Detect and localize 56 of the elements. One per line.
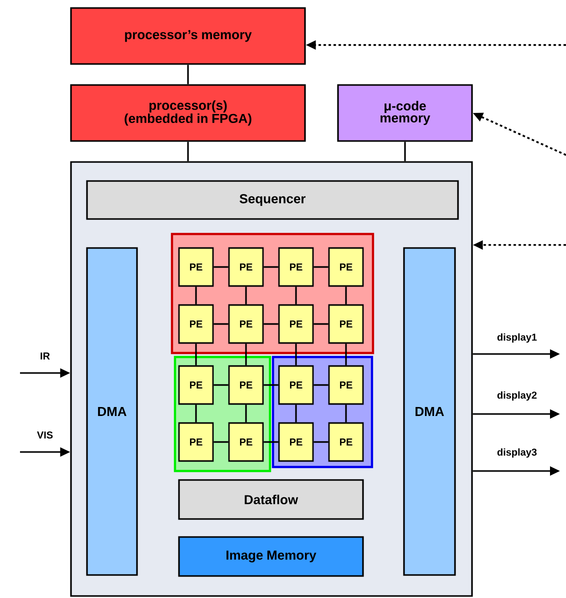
connector-line [345, 404, 347, 422]
pe-box: PE [278, 422, 314, 462]
connector-line [264, 384, 278, 386]
connector-line [314, 323, 328, 325]
pe-box: PE [328, 422, 364, 462]
connector-line [345, 286, 347, 304]
connector-line [295, 286, 297, 304]
edge-label: display2 [496, 390, 538, 402]
dma-bar: DMA [86, 247, 138, 576]
connector-line [264, 323, 278, 325]
connector-line [195, 286, 197, 304]
connector-line [245, 404, 247, 422]
connector-line [295, 404, 297, 422]
pe-box: PE [228, 247, 264, 287]
connector-line [404, 142, 406, 162]
processor-box: processor(s) (embedded in FPGA) [70, 84, 306, 142]
pe-box: PE [278, 247, 314, 287]
edge-label: VIS [36, 430, 54, 440]
edge-label: display1 [496, 332, 538, 344]
pe-box: PE [228, 304, 264, 344]
connector-line [314, 441, 328, 443]
connector-line [295, 344, 297, 366]
connector-line [264, 441, 278, 443]
pe-box: PE [328, 365, 364, 405]
connector-line [245, 286, 247, 304]
dataflow-box: Dataflow [178, 479, 364, 520]
dma-bar: DMA [403, 247, 456, 576]
pe-box: PE [178, 247, 214, 287]
connector-line [187, 142, 189, 162]
connector-line [214, 441, 228, 443]
connector-line [245, 344, 247, 366]
pe-box: PE [178, 422, 214, 462]
memory-box: μ-code memory [337, 84, 473, 142]
pe-box: PE [228, 422, 264, 462]
connector-line [314, 266, 328, 268]
image-memory-box: Image Memory [178, 536, 364, 577]
connector-line [214, 266, 228, 268]
connector-line [214, 323, 228, 325]
pe-box: PE [328, 247, 364, 287]
connector-line [187, 64, 189, 84]
connector-line [195, 344, 197, 366]
pe-box: PE [278, 304, 314, 344]
pe-box: PE [228, 365, 264, 405]
memory-box: processor’s memory [70, 7, 306, 65]
pe-box: PE [178, 304, 214, 344]
pe-box: PE [328, 304, 364, 344]
edge-label: IR [39, 352, 51, 360]
connector-line [214, 384, 228, 386]
sequencer-box: Sequencer [86, 180, 459, 220]
pe-box: PE [178, 365, 214, 405]
connector-line [264, 266, 278, 268]
connector-line [195, 404, 197, 422]
connector-line [345, 344, 347, 366]
edge-label: display3 [496, 447, 538, 459]
pe-box: PE [278, 365, 314, 405]
connector-line [314, 384, 328, 386]
